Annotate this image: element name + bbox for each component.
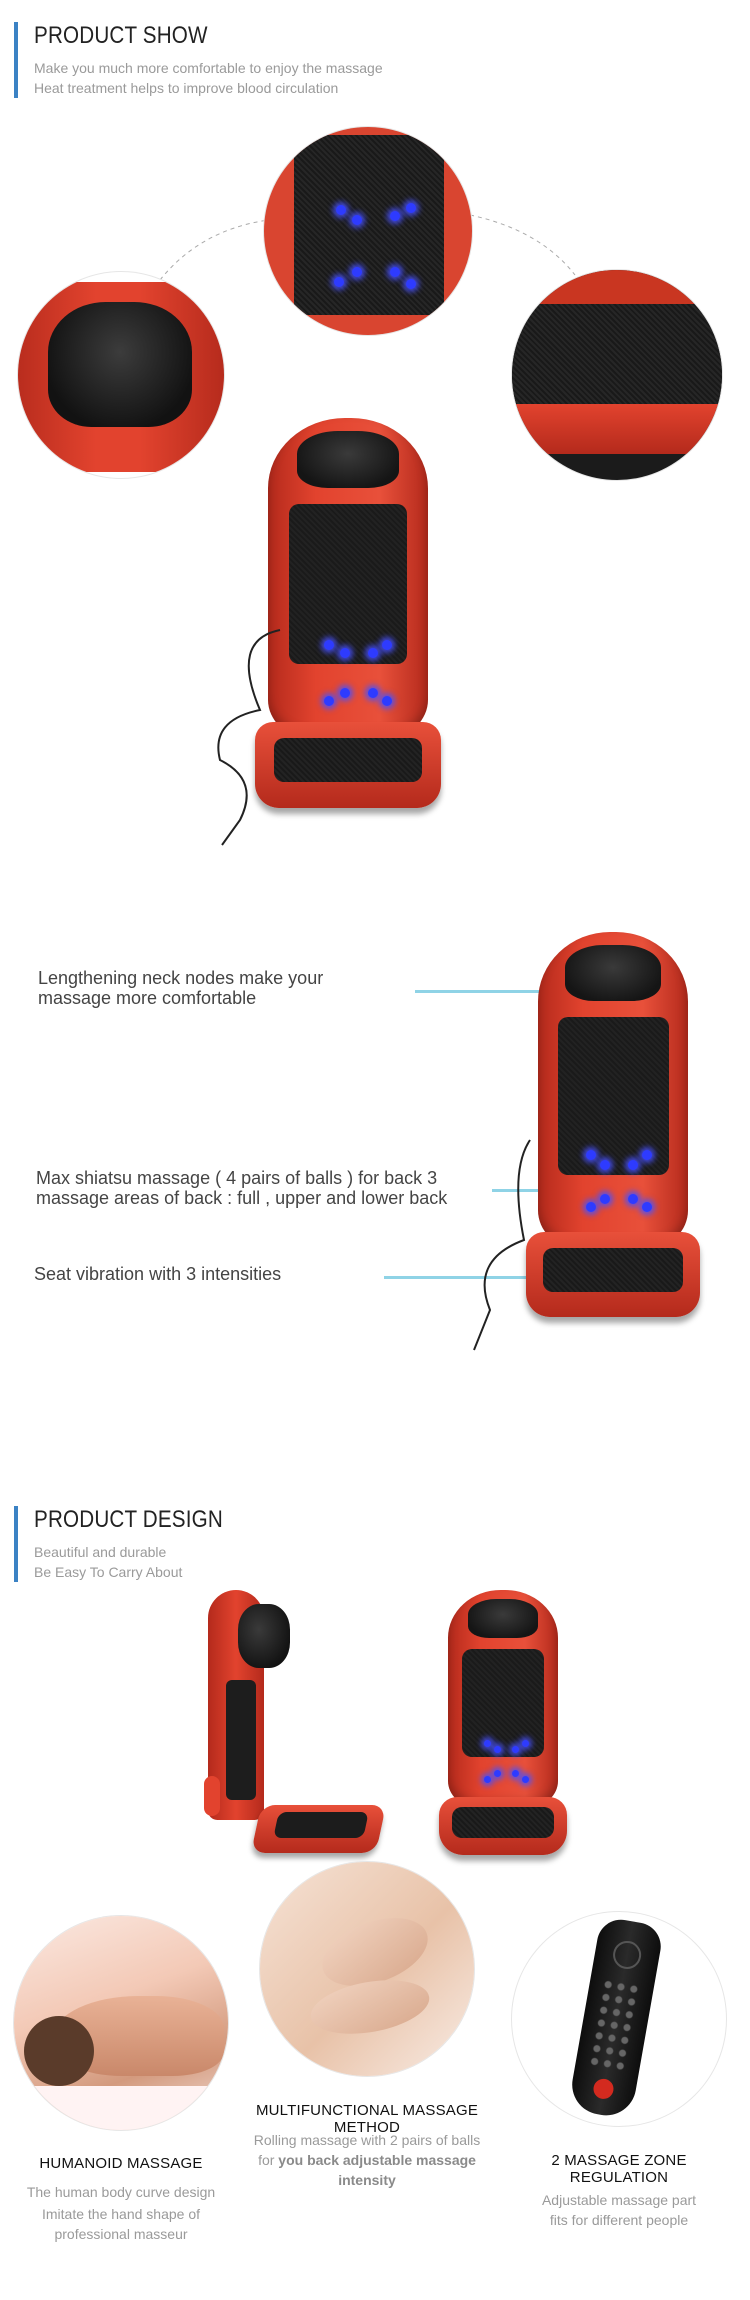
massage-seat-callout-image (526, 932, 700, 1317)
product-design-subtitle-1: Beautiful and durable (34, 1544, 167, 1560)
feature-2-desc: Rolling massage with 2 pairs of balls fo… (253, 2132, 481, 2188)
product-show-subtitle-1: Make you much more comfortable to enjoy … (34, 60, 383, 76)
connector-lines (159, 214, 576, 281)
feature-1-desc: The human body curve design Imitate the … (26, 2184, 216, 2242)
multifunctional-massage-photo (260, 1862, 474, 2076)
seat-callout-text: Seat vibration with 3 intensities (34, 1264, 282, 1284)
neck-closeup-image (18, 272, 224, 478)
neck-callout-line (415, 990, 615, 993)
feature-2-title: MULTIFUNCTIONAL MASSAGE METHOD (255, 2102, 479, 2136)
back-callout-text: Max shiatsu massage ( 4 pairs of balls )… (36, 1168, 448, 1208)
callout-power-cable (473, 1139, 531, 1351)
massage-seat-side-image (196, 1590, 387, 1860)
feature-1-title: HUMANOID MASSAGE (39, 2155, 203, 2172)
remote-control-photo (512, 1912, 726, 2126)
feature-3-title: 2 MASSAGE ZONE REGULATION (551, 2152, 687, 2186)
product-show-title: PRODUCT SHOW (34, 22, 208, 49)
humanoid-massage-photo (14, 1916, 228, 2130)
massage-seat-main-image (255, 418, 441, 808)
product-design-title: PRODUCT DESIGN (34, 1506, 223, 1533)
seat-callout-line (384, 1276, 616, 1279)
back-balls-closeup-image (264, 127, 472, 335)
power-cable (217, 629, 281, 846)
product-design-subtitle-2: Be Easy To Carry About (34, 1564, 183, 1580)
feature-3-desc: Adjustable massage part fits for differe… (541, 2192, 697, 2228)
product-show-header: PRODUCT SHOW Make you much more comforta… (14, 22, 383, 98)
neck-callout-text: Lengthening neck nodes make your massage… (38, 968, 324, 1008)
massage-seat-front-image (439, 1590, 567, 1855)
product-design-header: PRODUCT DESIGN Beautiful and durable Be … (14, 1506, 254, 1582)
seat-edge-closeup-image (512, 270, 722, 480)
product-show-subtitle-2: Heat treatment helps to improve blood ci… (34, 80, 339, 96)
